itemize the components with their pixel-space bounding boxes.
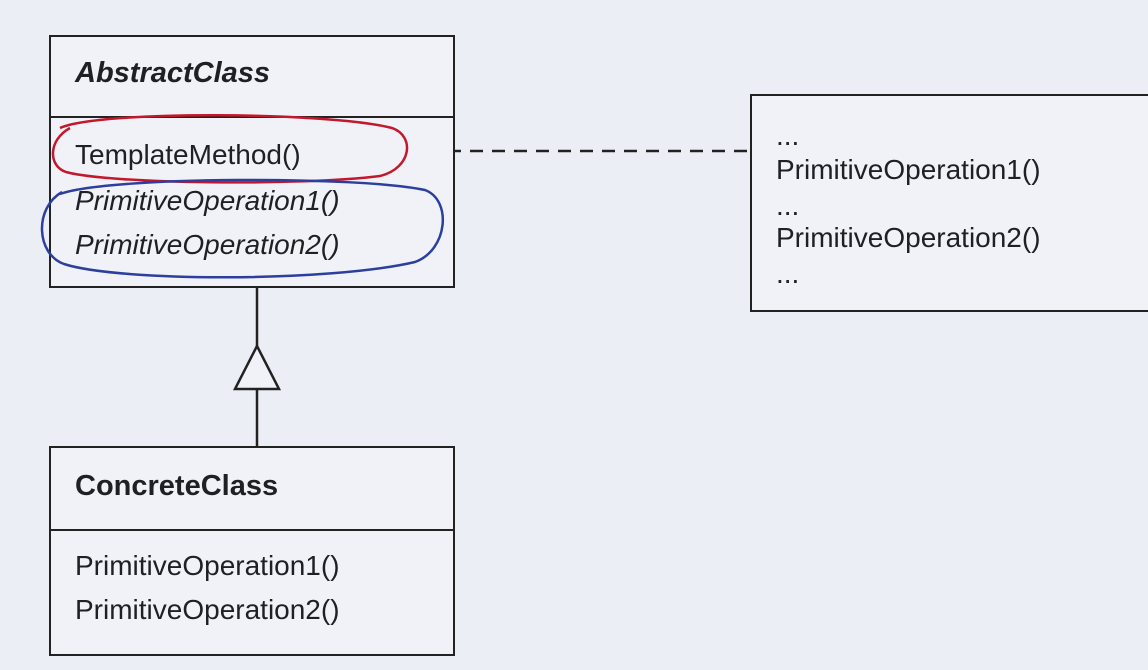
template-method-note: ... PrimitiveOperation1() ... PrimitiveO… bbox=[750, 94, 1148, 312]
abstract-class-box: AbstractClass TemplateMethod() Primitive… bbox=[49, 35, 455, 288]
abstract-primitive-op-2: PrimitiveOperation2() bbox=[75, 229, 340, 260]
concrete-primitive-op-1: PrimitiveOperation1() bbox=[75, 550, 340, 581]
abstract-class-header: AbstractClass bbox=[51, 37, 453, 118]
note-line-ellipsis-3: ... bbox=[776, 258, 800, 289]
concrete-primitive-op-2: PrimitiveOperation2() bbox=[75, 594, 340, 625]
note-line-ellipsis-1: ... bbox=[776, 120, 800, 151]
template-method-op: TemplateMethod() bbox=[75, 139, 301, 170]
abstract-class-name: AbstractClass bbox=[75, 57, 271, 89]
concrete-class-header: ConcreteClass bbox=[51, 448, 453, 531]
note-line-primitive-op-2: PrimitiveOperation2() bbox=[776, 222, 1041, 253]
generalization-arrowhead bbox=[232, 343, 282, 391]
note-line-ellipsis-2: ... bbox=[776, 190, 800, 221]
concrete-class-name: ConcreteClass bbox=[75, 470, 279, 502]
abstract-primitive-op-1: PrimitiveOperation1() bbox=[75, 185, 340, 216]
note-line-primitive-op-1: PrimitiveOperation1() bbox=[776, 154, 1041, 185]
concrete-class-box: ConcreteClass PrimitiveOperation1() Prim… bbox=[49, 446, 455, 656]
